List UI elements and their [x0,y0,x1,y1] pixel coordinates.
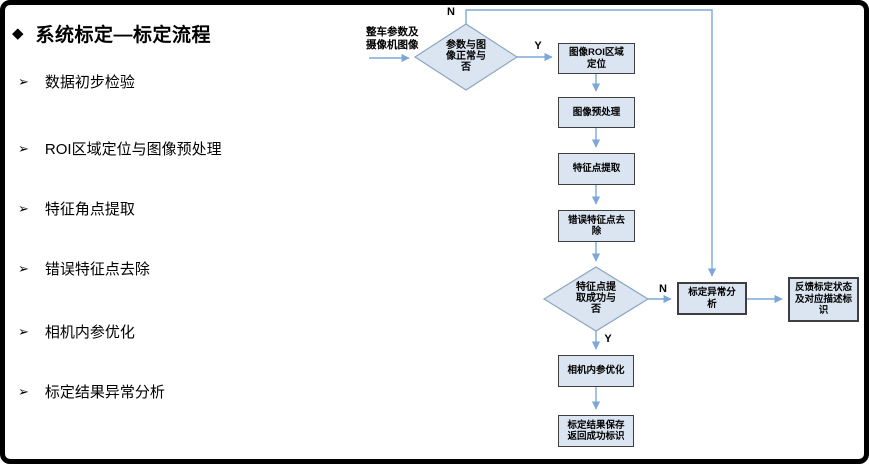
page-title: 系统标定—标定流程 [35,25,212,46]
bullet-item-corner-extract: ➢ 特征角点提取 [18,198,135,219]
bullet-item-anomaly-analysis: ➢ 标定结果异常分析 [18,381,165,402]
step-remove-error-points: 错误特征点去除 [558,210,635,242]
arrow-bullet-icon: ➢ [18,324,29,339]
bullet-label: 特征角点提取 [44,201,135,218]
page-title-row: ◆ 系统标定—标定流程 [12,20,211,47]
branch-label-yes-1: Y [534,40,542,52]
bullet-item-optimize: ➢ 相机内参优化 [18,321,135,342]
bullet-label: 错误特征点去除 [44,261,150,278]
step-feature-extract: 特征点提取 [558,153,635,185]
branch-label-no-1: N [447,6,455,18]
decision2-diamond-shape [542,266,650,332]
step-calibration-anomaly-analysis: 标定异常分析 [677,282,747,315]
step-feedback-status: 反馈标定状态及对应描述标识 [788,277,859,322]
bullet-item-remove-errors: ➢ 错误特征点去除 [18,258,150,279]
decision-input-check-label: 参数与图像正常与否 [446,40,486,73]
bullet-label: 数据初步检验 [44,74,135,91]
step-camera-intrinsic-optimize: 相机内参优化 [558,355,634,387]
arrow-bullet-icon: ➢ [18,74,29,89]
connector-decision1-no-to-anomaly [465,9,717,277]
title-diamond-icon: ◆ [12,25,24,42]
arrow-bullet-icon: ➢ [18,201,29,216]
branch-label-no-2: N [659,283,667,295]
bullet-item-roi: ➢ ROI区域定位与图像预处理 [18,138,222,159]
arrow-bullet-icon: ➢ [18,141,29,156]
bullet-item-data-check: ➢ 数据初步检验 [18,71,135,92]
bullet-label: ROI区域定位与图像预处理 [44,141,222,158]
step-save-result: 标定结果保存返回成功标识 [558,415,634,447]
branch-label-yes-2: Y [604,333,612,345]
arrow-bullet-icon: ➢ [18,261,29,276]
bullet-label: 标定结果异常分析 [44,384,165,401]
arrow-bullet-icon: ➢ [18,384,29,399]
decision1-diamond-shape [413,23,519,91]
flow-start-label: 整车参数及摄像机图像 [366,26,419,52]
bullet-label: 相机内参优化 [44,324,135,341]
step-roi-locate: 图像ROI区域定位 [558,43,635,74]
decision-extract-check-label: 特征点提取成功与否 [576,282,616,315]
step-image-preprocess: 图像预处理 [558,97,635,128]
